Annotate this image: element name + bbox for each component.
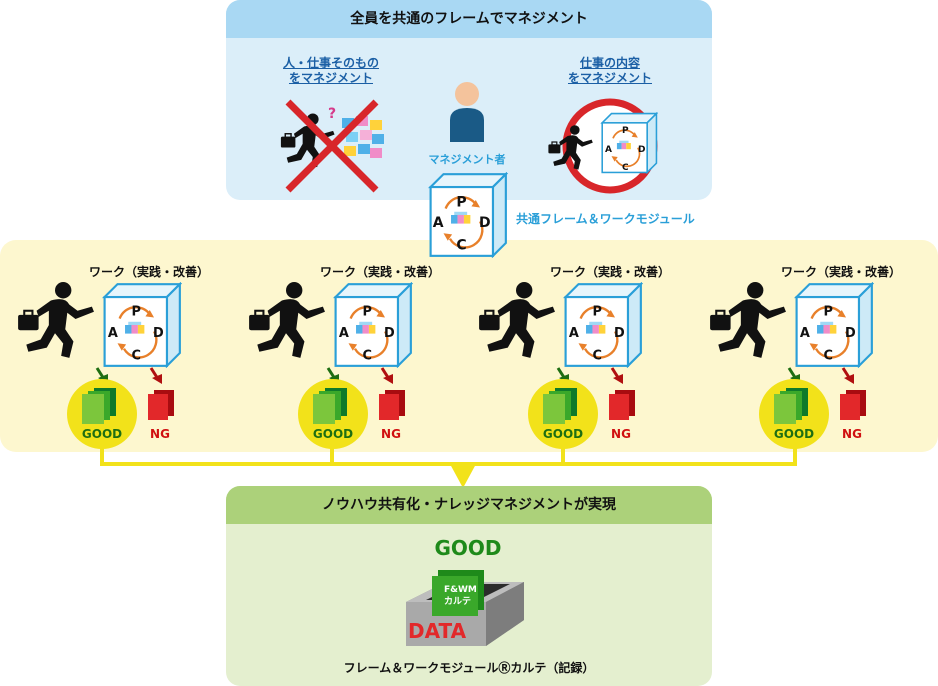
common-module-cube: P A D C [429, 172, 508, 258]
cube-letter-c: C [131, 348, 140, 363]
data-label: DATA [408, 619, 467, 643]
cube-letter-c: C [622, 163, 629, 173]
cube-letter-d: D [384, 326, 395, 341]
work-label: ワーク（実践・改善） [319, 265, 440, 279]
good-label: GOOD [81, 427, 123, 441]
bottom-caption: フレーム＆ワークモジュールⓇカルテ（記録） [343, 661, 595, 675]
pdca-cube: PA DC [334, 282, 413, 368]
left-label-line2: をマネジメント [288, 71, 373, 85]
good-badge [759, 379, 829, 449]
good-label: GOOD [542, 427, 584, 441]
ng-arrow-icon [841, 367, 854, 384]
cube-letter-a: A [800, 326, 810, 341]
good-badge [298, 379, 368, 449]
top-title: 全員を共通のフレームでマネジメント [226, 0, 712, 38]
cube-letter-p: P [456, 194, 466, 210]
colorful-blocks-icon [342, 116, 384, 158]
cube-letter-d: D [614, 326, 625, 341]
manager-label: マネジメント者 [428, 153, 506, 166]
good-label: GOOD [773, 427, 815, 441]
cube-letter-c: C [362, 348, 371, 363]
cube-letter-p: P [362, 304, 371, 319]
good-badge [528, 379, 598, 449]
cube-letter-d: D [479, 215, 491, 231]
worker-icon [709, 281, 787, 359]
cube-letter-a: A [569, 326, 579, 341]
ng-arrow-icon [610, 367, 623, 384]
approved-module-illustration: P A D C [547, 98, 658, 194]
left-approach-label: 人・仕事そのもの をマネジメント [266, 56, 396, 86]
good-label: GOOD [312, 427, 354, 441]
right-label-line2: をマネジメント [567, 71, 652, 85]
cube-letter-a: A [605, 145, 612, 155]
ng-files-icon [379, 390, 405, 420]
connector-lines [100, 440, 797, 488]
crossed-out-person-illustration: ? [280, 99, 384, 193]
ng-label: NG [150, 427, 170, 441]
cube-letter-d: D [845, 326, 856, 341]
cube-letter-d: D [153, 326, 164, 341]
ng-label: NG [381, 427, 401, 441]
cube-letter-c: C [823, 348, 832, 363]
cube-letter-c: C [592, 348, 601, 363]
right-approach-label: 仕事の内容 をマネジメント [548, 56, 672, 86]
cube-letter-a: A [339, 326, 349, 341]
question-mark: ? [328, 106, 336, 122]
left-label-line1: 人・仕事そのもの [282, 56, 379, 70]
karte-card: F&WM カルテ [432, 570, 484, 616]
bottom-title: ノウハウ共有化・ナレッジマネジメントが実現 [226, 486, 712, 524]
pdca-cube: PA DC [795, 282, 874, 368]
worker-icon [478, 281, 556, 359]
cube-letter-a: A [108, 326, 118, 341]
work-label: ワーク（実践・改善） [780, 265, 901, 279]
worker-icon [17, 281, 95, 359]
ng-label: NG [611, 427, 631, 441]
ng-files-icon [148, 390, 174, 420]
ng-arrow-icon [380, 367, 393, 384]
ng-files-icon [840, 390, 866, 420]
work-label: ワーク（実践・改善） [88, 265, 209, 279]
ng-files-icon [609, 390, 635, 420]
ng-arrow-icon [149, 367, 162, 384]
work-label: ワーク（実践・改善） [549, 265, 670, 279]
cube-letter-a: A [433, 215, 444, 231]
cube-letter-c: C [456, 237, 466, 253]
pdca-cube: PA DC [564, 282, 643, 368]
ng-label: NG [842, 427, 862, 441]
right-label-line1: 仕事の内容 [579, 56, 640, 70]
card-line2: カルテ [444, 596, 471, 607]
manager-avatar [450, 82, 484, 142]
card-line1: F&WM [444, 585, 477, 595]
cube-letter-d: D [638, 145, 645, 155]
cube-letter-p: P [622, 126, 629, 136]
cube-letter-p: P [823, 304, 832, 319]
good-badge [67, 379, 137, 449]
cube-letter-p: P [131, 304, 140, 319]
bottom-good-heading: GOOD [434, 536, 502, 560]
pdca-cube: PA DC [103, 282, 182, 368]
cube-letter-p: P [592, 304, 601, 319]
data-box-illustration: F&WM カルテ DATA [406, 570, 524, 646]
common-module-label: 共通フレーム＆ワークモジュール [516, 212, 695, 226]
worker-icon [248, 281, 326, 359]
